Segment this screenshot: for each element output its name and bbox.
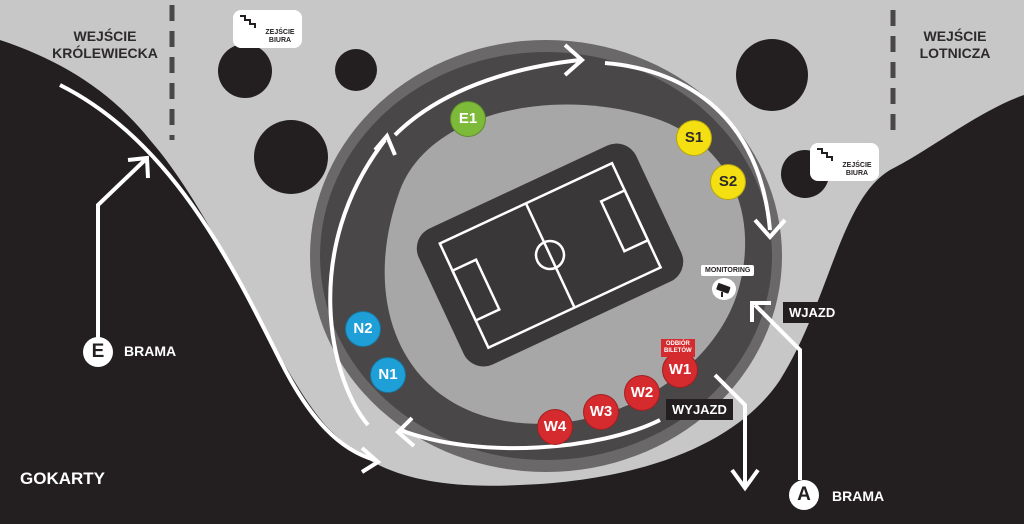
route-arrow-top-head — [563, 43, 586, 77]
route-arrow-right-head — [753, 218, 787, 241]
tree-4 — [736, 39, 808, 111]
ticket-pickup-tag: ODBIÓR BILETÓW — [661, 339, 695, 357]
zone-e1[interactable]: E1 — [450, 101, 486, 137]
office-stairs-label-2: ZEJŚCIE BIURA — [842, 162, 872, 177]
monitoring-tag: MONITORING — [701, 265, 755, 276]
gate-e-arrow-head — [127, 155, 150, 179]
camera-icon — [712, 278, 736, 300]
stairs-icon — [240, 15, 256, 28]
gate-a-marker: A — [789, 480, 819, 510]
gate-e-marker: E — [83, 337, 113, 367]
office-stairs-sign-2: ZEJŚCIE BIURA — [810, 143, 879, 181]
zone-w4[interactable]: W4 — [537, 409, 573, 445]
pitch-center-circle — [534, 239, 566, 271]
gate-a-wjazd-head — [750, 301, 771, 322]
entry-lotnicza-label: WEJŚCIE LOTNICZA — [919, 28, 991, 61]
gate-e-route — [59, 83, 376, 462]
route-arrow-left-head — [373, 132, 397, 156]
gate-e-arrow — [96, 158, 147, 340]
route-arrow-bottom-head — [395, 416, 416, 448]
gate-a-wjazd-arrow — [753, 303, 802, 480]
pitch-penalty-right — [599, 188, 650, 253]
office-stairs-sign-1: ZEJŚCIE BIURA — [233, 10, 302, 48]
wyjazd-tag: WYJAZD — [666, 399, 733, 420]
tree-2 — [335, 49, 377, 91]
gate-a-wyjazd-head — [730, 468, 760, 492]
zone-w1[interactable]: W1 — [662, 352, 698, 388]
gokarty-label: GOKARTY — [20, 469, 105, 488]
entry-krolewiecka-label: WEJŚCIE KRÓLEWIECKA — [52, 28, 158, 61]
tree-3 — [254, 120, 328, 194]
stairs-icon — [817, 148, 833, 161]
route-arrow-right — [604, 61, 772, 231]
route-arrow-top — [393, 58, 581, 137]
wjazd-tag: WJAZD — [783, 302, 842, 323]
tree-1 — [218, 44, 272, 98]
zone-w2[interactable]: W2 — [624, 375, 660, 411]
pitch-penalty-left — [450, 258, 501, 323]
zone-n1[interactable]: N1 — [370, 357, 406, 393]
zone-s1[interactable]: S1 — [676, 120, 712, 156]
gate-e-label: BRAMA — [124, 343, 177, 359]
gate-a-label: BRAMA — [832, 488, 885, 504]
office-stairs-label-1: ZEJŚCIE BIURA — [265, 29, 295, 44]
route-arrow-left — [328, 138, 387, 427]
zone-s2[interactable]: S2 — [710, 164, 746, 200]
gate-e-route-head — [360, 446, 382, 474]
zone-w3[interactable]: W3 — [583, 394, 619, 430]
pitch-halfway-line — [524, 202, 576, 309]
pitch-group — [416, 143, 684, 367]
gate-a-wyjazd-arrow — [713, 373, 747, 485]
route-arrow-bottom — [399, 418, 661, 451]
zone-n2[interactable]: N2 — [345, 311, 381, 347]
